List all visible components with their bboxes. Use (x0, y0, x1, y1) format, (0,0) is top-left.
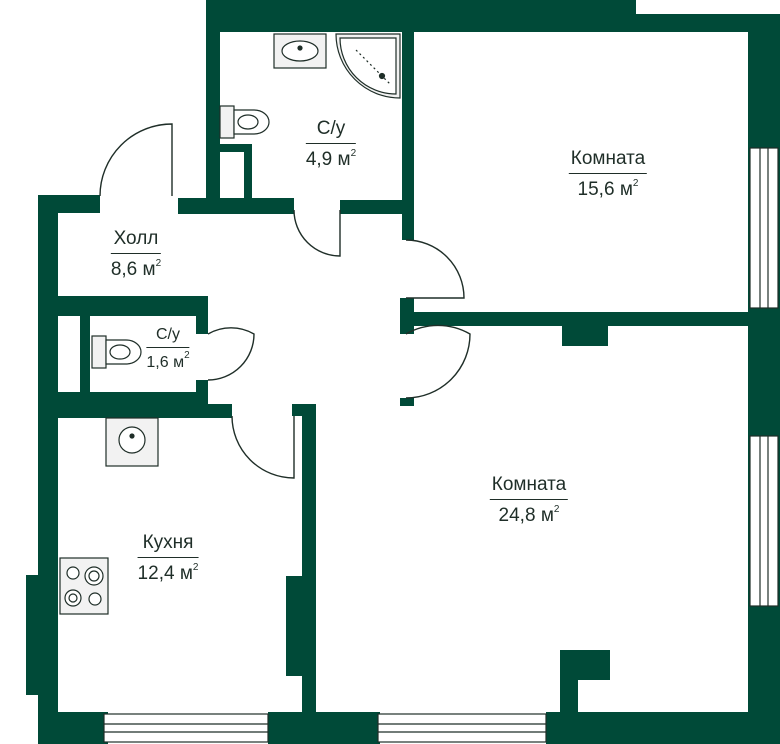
wall-top (206, 0, 636, 32)
door-wc (207, 327, 255, 381)
room-name: Кухня (137, 532, 199, 558)
door-kitchen (231, 415, 295, 479)
window-room2-bottom (377, 713, 547, 743)
room-area: 8,6 м2 (110, 258, 162, 280)
room-area: 4,9 м2 (305, 148, 357, 170)
wall-bottom-mid (268, 712, 380, 744)
wall-right (748, 14, 780, 744)
door-bathroom (293, 209, 341, 257)
wall-top-right (636, 14, 780, 32)
wall-left (38, 195, 58, 744)
window-room2 (749, 435, 779, 607)
door-room1 (405, 239, 465, 299)
doors (99, 123, 471, 479)
stove-icon (59, 557, 109, 615)
wall-hall-east-low (400, 398, 414, 406)
room-label-room1: Комната 15,6 м2 (568, 148, 648, 201)
windows (103, 147, 779, 743)
room-area: 12,4 м2 (137, 562, 199, 584)
wall-pillar-room2 (562, 326, 608, 346)
wall-left-bathroom (206, 0, 220, 212)
sink-icon (273, 33, 327, 69)
room-area: 15,6 м2 (577, 178, 639, 200)
wall-wc-left (80, 316, 90, 406)
toilet-icon (219, 105, 270, 139)
shower-icon (335, 33, 401, 99)
fixtures (59, 33, 401, 615)
wall-rooms-divider (402, 312, 748, 326)
room-name: Холл (110, 228, 162, 254)
wall-hall-top-left (38, 195, 100, 213)
door-entrance (99, 123, 173, 197)
wall-bath-room1 (402, 30, 414, 240)
wall-wc-right (196, 296, 208, 334)
room-area: 1,6 м2 (146, 350, 190, 371)
sink-icon (105, 417, 159, 467)
wall-kitchen-pillar (286, 576, 304, 676)
wall-wc-top (58, 296, 208, 316)
walls (26, 0, 780, 744)
toilet-icon (91, 335, 142, 369)
room-label-hall: Холл 8,6 м2 (110, 228, 162, 281)
wall-kitchen-room2 (302, 404, 316, 712)
room-label-kitchen: Кухня 12,4 м2 (137, 532, 199, 585)
door-room2 (405, 324, 471, 399)
room-label-room2: Комната 24,8 м2 (489, 474, 569, 527)
wall-bath-niche-2 (244, 144, 252, 202)
wall-kitchen-top-2 (58, 404, 232, 418)
wall-hall-top-right (340, 200, 414, 214)
room-label-bathroom: С/у 4,9 м2 (305, 118, 357, 171)
wall-bath-niche (218, 144, 252, 152)
room-name: С/у (146, 326, 190, 348)
wall-hall-top-mid (178, 198, 294, 214)
room-name: Комната (568, 148, 648, 174)
window-room1 (749, 147, 779, 309)
wall-bottom-right (546, 712, 780, 744)
window-kitchen (103, 713, 269, 743)
room-name: Комната (489, 474, 569, 500)
wall-left-ext (26, 575, 40, 695)
room-name: С/у (305, 118, 357, 144)
room-area: 24,8 м2 (498, 504, 560, 526)
wall-bottom-left (38, 712, 108, 744)
wall-room2-corner (560, 650, 578, 712)
room-label-wc: С/у 1,6 м2 (146, 326, 190, 372)
